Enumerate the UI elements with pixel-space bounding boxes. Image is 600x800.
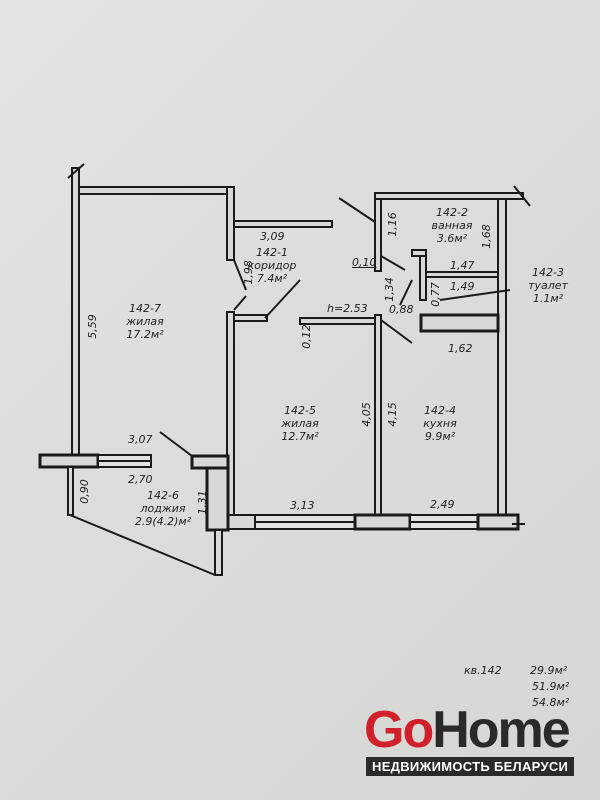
gohome-logo: GoHome [364, 701, 571, 759]
wall-right [497, 198, 507, 516]
ceiling-height-label: h=2.53 [327, 302, 368, 315]
wall-corridor-top [233, 220, 333, 228]
apartment-number: кв.142 [464, 664, 502, 677]
dimension-label: 3,09 [260, 230, 285, 243]
dimension-label: 2,70 [128, 473, 153, 486]
dimension-label: 1,47 [450, 259, 475, 272]
dimension-label: 3,07 [128, 433, 153, 446]
dimension-label: 5,59 [85, 314, 99, 339]
wall-bath-toilet [425, 271, 499, 278]
wall-room5-kitchen [374, 314, 382, 516]
total-area-with-loggia: 54.8м² [532, 696, 570, 709]
dimension-label: 0,90 [77, 479, 91, 504]
dimension-label: 4,15 [385, 402, 399, 427]
total-area: 51.9м² [532, 680, 570, 693]
wall-left [71, 167, 80, 459]
dimension-label: 1,34 [382, 277, 396, 302]
dimension-label: 1,31 [195, 490, 209, 515]
living-area: 29.9м² [530, 664, 568, 677]
dimension-label: 0,10 [352, 256, 377, 269]
dimension-label: 1,16 [385, 212, 399, 237]
dimension-label: 4,05 [359, 402, 373, 427]
dimension-label: 2,49 [430, 498, 455, 511]
dimension-label: 1,98 [241, 260, 255, 285]
toilet-fixture [419, 313, 500, 333]
gohome-tagline: НЕДВИЖИМОСТЬ БЕЛАРУСИ [366, 757, 575, 776]
dimension-label: 0,12 [299, 324, 313, 349]
dimension-label: 0,77 [428, 282, 442, 307]
wall-top-room7 [78, 186, 233, 195]
dimension-label: 3,13 [290, 499, 315, 512]
dimension-label: 1,49 [450, 280, 475, 293]
dimension-label: 0,88 [389, 303, 414, 316]
dimension-label: 1,62 [448, 342, 473, 355]
wall-room7-corridor-upper [226, 186, 235, 261]
dimension-label: 1,68 [479, 224, 493, 249]
